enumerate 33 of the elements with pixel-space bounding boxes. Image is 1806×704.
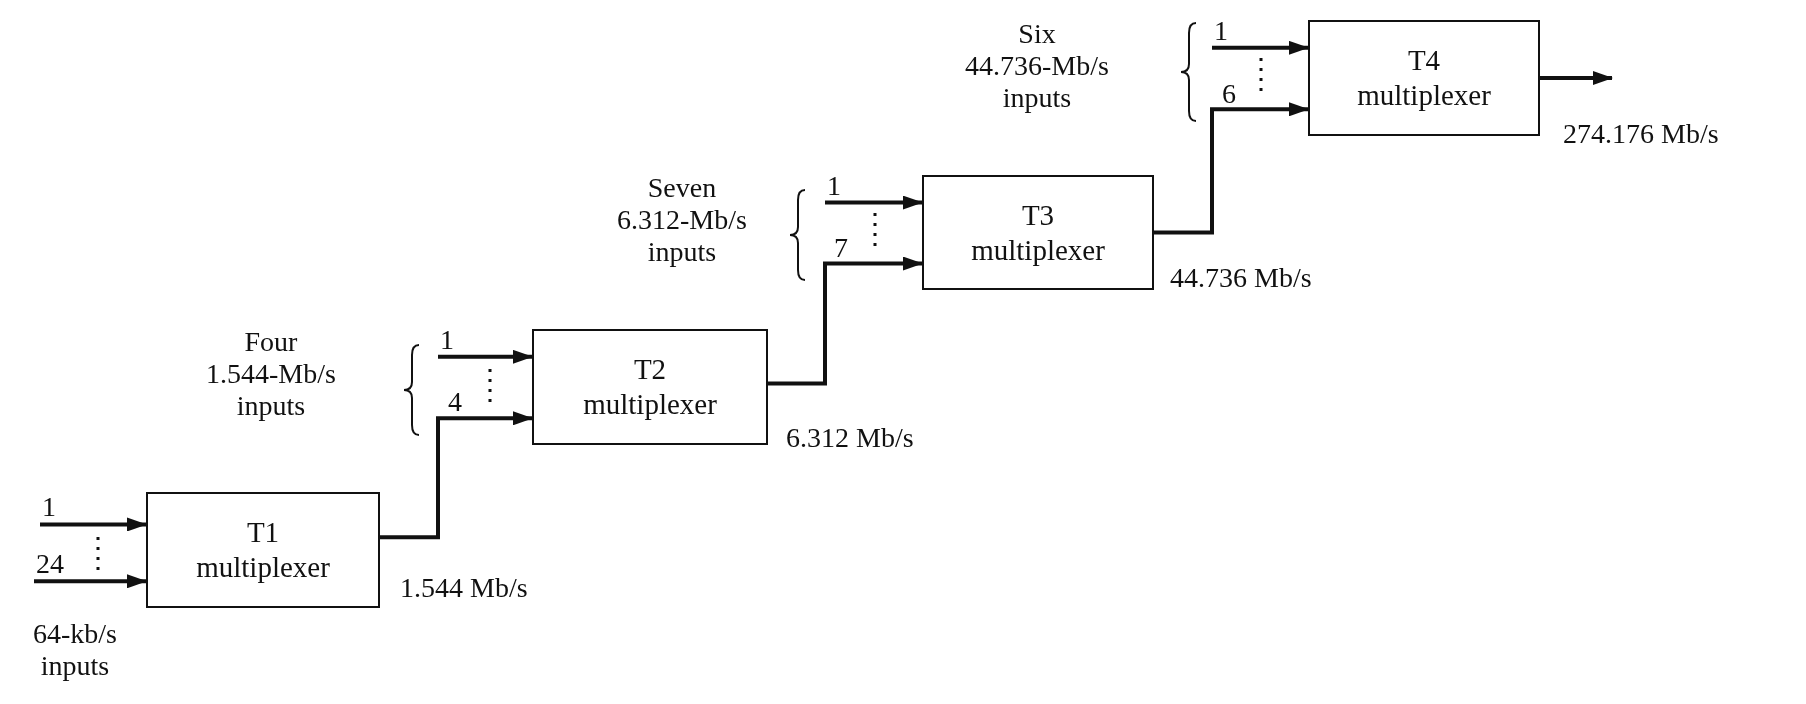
input-number: 1 — [42, 492, 56, 522]
multiplexer-box — [922, 175, 1154, 290]
signal-arrow — [34, 574, 147, 589]
bit-rate-label: 1.544 Mb/s — [400, 572, 528, 605]
multiplexer-box — [146, 492, 380, 608]
signal-arrow — [1154, 102, 1309, 235]
multiplexer-box — [532, 329, 768, 445]
input-number: 7 — [834, 232, 849, 265]
multiplexer-box — [1308, 20, 1540, 136]
signal-arrow — [40, 517, 147, 532]
bit-rate-label: 44.736 Mb/s — [1170, 262, 1312, 295]
input-number: 1 — [440, 325, 454, 355]
input-number: 24 — [36, 549, 64, 579]
bit-rate-label: 6.312 Mb/s — [786, 422, 914, 455]
signal-arrow — [825, 195, 923, 210]
input-number: 4 — [448, 386, 463, 419]
input-description: Seven 6.312-Mb/s inputs — [616, 172, 748, 269]
input-description: 64-kb/s inputs — [32, 618, 118, 683]
signal-arrow — [438, 349, 533, 364]
input-description: Four 1.544-Mb/s inputs — [205, 326, 337, 423]
signal-arrow — [380, 411, 533, 540]
input-number: 6 — [1222, 78, 1237, 111]
box-label: T1 multiplexer — [195, 515, 331, 585]
box-label: T2 multiplexer — [582, 352, 718, 422]
signal-arrow — [1212, 40, 1309, 55]
bit-rate-label: 274.176 Mb/s — [1563, 118, 1719, 151]
input-number: 1 — [1214, 16, 1228, 46]
signal-arrow — [1540, 71, 1613, 85]
input-description: Six 44.736-Mb/s inputs — [964, 18, 1110, 115]
box-label: T3 multiplexer — [970, 197, 1106, 268]
box-label: T4 multiplexer — [1356, 43, 1492, 113]
input-number: 1 — [827, 171, 841, 201]
signal-arrow — [768, 256, 923, 386]
